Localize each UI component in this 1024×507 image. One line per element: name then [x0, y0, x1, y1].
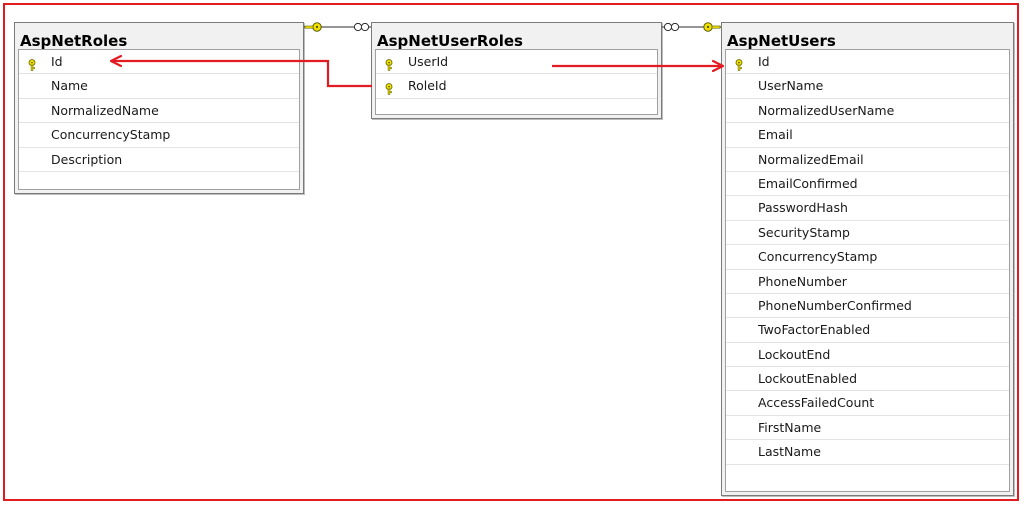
row-selector — [726, 196, 752, 219]
row-selector — [376, 74, 402, 97]
column-row[interactable]: PhoneNumberConfirmed — [726, 294, 1009, 319]
row-selector — [19, 123, 45, 146]
row-selector — [726, 245, 752, 268]
column-name: LastName — [758, 444, 821, 460]
row-selector — [726, 123, 752, 146]
column-row[interactable]: Id — [19, 50, 299, 75]
row-selector — [726, 343, 752, 366]
column-name: ConcurrencyStamp — [51, 127, 171, 143]
primary-key-icon — [384, 80, 394, 96]
row-selector — [726, 148, 752, 171]
column-row[interactable]: LockoutEnd — [726, 343, 1009, 368]
column-row[interactable]: Description — [19, 148, 299, 172]
column-name: SecurityStamp — [758, 224, 850, 240]
column-row[interactable]: LockoutEnabled — [726, 367, 1009, 392]
row-selector — [19, 99, 45, 122]
column-row[interactable]: UserName — [726, 74, 1009, 99]
column-row[interactable]: SecurityStamp — [726, 221, 1009, 246]
column-row[interactable]: EmailConfirmed — [726, 172, 1009, 197]
primary-key-icon — [734, 56, 744, 71]
column-row[interactable]: Email — [726, 123, 1009, 148]
table-title: AspNetUserRoles — [377, 32, 523, 50]
column-name: RoleId — [408, 78, 447, 94]
column-row[interactable]: ConcurrencyStamp — [19, 123, 299, 148]
column-row[interactable]: FirstName — [726, 416, 1009, 441]
empty-row — [726, 465, 1009, 489]
row-selector — [726, 367, 752, 390]
column-name: Id — [51, 54, 63, 69]
highlight-frame — [3, 3, 1019, 501]
column-row[interactable]: AccessFailedCount — [726, 391, 1009, 416]
column-row[interactable]: Id — [726, 50, 1009, 75]
column-name: NormalizedUserName — [758, 102, 895, 118]
empty-row — [376, 99, 657, 123]
column-name: EmailConfirmed — [758, 175, 858, 191]
row-selector — [19, 50, 45, 73]
column-row[interactable]: NormalizedEmail — [726, 148, 1009, 172]
column-name: NormalizedName — [51, 102, 159, 118]
column-row[interactable]: PhoneNumber — [726, 270, 1009, 294]
column-row[interactable]: LastName — [726, 440, 1009, 465]
row-selector — [726, 318, 752, 341]
column-name: Description — [51, 151, 123, 167]
row-selector — [726, 294, 752, 317]
column-name: PasswordHash — [758, 200, 848, 216]
column-row[interactable]: RoleId — [376, 74, 657, 99]
column-name: UserId — [408, 54, 449, 69]
row-selector — [726, 440, 752, 463]
row-selector — [726, 270, 752, 293]
row-selector — [726, 416, 752, 439]
table-title: AspNetRoles — [20, 32, 128, 50]
row-selector — [19, 148, 45, 171]
table-title: AspNetUsers — [727, 32, 836, 50]
column-name: ConcurrencyStamp — [758, 249, 878, 265]
column-name: Id — [758, 54, 770, 69]
column-row[interactable]: UserId — [376, 50, 657, 75]
column-row[interactable]: NormalizedName — [19, 99, 299, 124]
row-selector — [726, 99, 752, 122]
row-selector — [19, 74, 45, 97]
row-selector — [376, 50, 402, 73]
column-row[interactable]: Name — [19, 74, 299, 99]
row-selector — [726, 391, 752, 414]
column-name: Name — [51, 78, 88, 94]
column-name: AccessFailedCount — [758, 395, 875, 411]
column-name: PhoneNumber — [758, 273, 847, 289]
row-selector — [726, 221, 752, 244]
column-name: LockoutEnd — [758, 346, 831, 362]
column-row[interactable]: PasswordHash — [726, 196, 1009, 221]
row-selector — [726, 172, 752, 195]
row-selector — [726, 74, 752, 97]
column-name: UserName — [758, 78, 824, 94]
column-row[interactable]: TwoFactorEnabled — [726, 318, 1009, 343]
column-name: NormalizedEmail — [758, 151, 864, 167]
column-name: TwoFactorEnabled — [758, 322, 871, 338]
column-name: LockoutEnabled — [758, 371, 858, 387]
column-name: Email — [758, 127, 793, 143]
column-name: PhoneNumberConfirmed — [758, 297, 912, 313]
primary-key-icon — [27, 56, 37, 71]
column-row[interactable]: NormalizedUserName — [726, 99, 1009, 124]
column-row[interactable]: ConcurrencyStamp — [726, 245, 1009, 270]
row-selector — [726, 50, 752, 73]
primary-key-icon — [384, 56, 394, 71]
empty-row — [19, 172, 299, 196]
column-name: FirstName — [758, 419, 822, 435]
